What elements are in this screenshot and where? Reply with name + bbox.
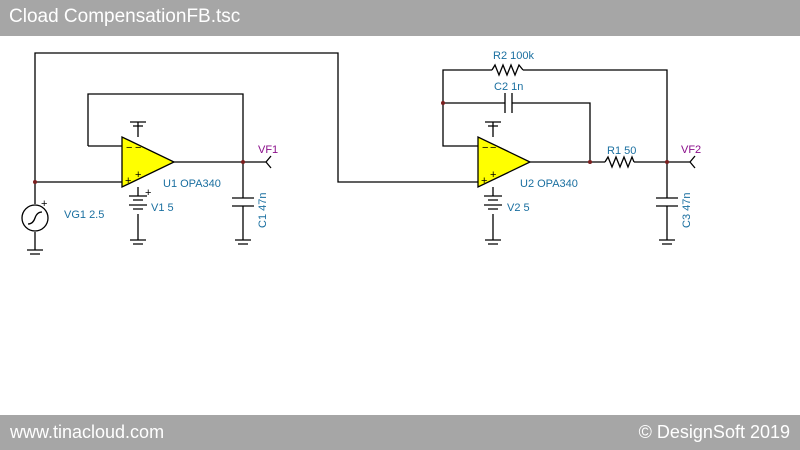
wires xyxy=(34,52,690,250)
capacitor-c3[interactable]: C3 47n xyxy=(656,193,693,228)
ground-symbols xyxy=(27,121,675,255)
c2-label: C2 1n xyxy=(494,81,523,93)
capacitor-c2[interactable]: C2 1n xyxy=(494,81,523,113)
vf1-label: VF1 xyxy=(258,144,278,156)
u2-supply-minus-pin: − xyxy=(490,142,496,154)
junction-dot xyxy=(241,160,245,164)
opamp-u1[interactable]: − + − + U1 OPA340 xyxy=(121,135,221,190)
v2-label: V2 5 xyxy=(507,202,530,214)
resistor-r2[interactable]: R2 100k xyxy=(491,50,534,77)
vg1-plus-pin: + xyxy=(41,198,47,210)
ground-icon xyxy=(27,249,43,255)
u2-supply-plus-pin: + xyxy=(490,169,496,181)
title-bar: Cload CompensationFB.tsc xyxy=(0,0,800,36)
ground-icon xyxy=(130,239,146,245)
u2-plus-pin: + xyxy=(481,175,487,187)
opamp-u2[interactable]: − + − + U2 OPA340 xyxy=(477,135,578,190)
capacitor-c1[interactable]: C1 47n xyxy=(232,193,269,228)
ground-icon xyxy=(235,239,251,245)
battery-v2[interactable]: V2 5 xyxy=(484,195,530,214)
u1-plus-pin: + xyxy=(125,175,131,187)
ground-icon xyxy=(130,121,146,127)
u1-supply-minus-pin: − xyxy=(135,142,141,154)
ground-icon xyxy=(659,239,675,245)
footer-copyright: © DesignSoft 2019 xyxy=(638,422,790,442)
ground-icon xyxy=(485,121,501,127)
v1-plus-pin: + xyxy=(145,187,151,199)
vf2-label: VF2 xyxy=(681,144,701,156)
u2-minus-pin: − xyxy=(482,142,488,154)
u1-minus-pin: − xyxy=(126,142,132,154)
junction-dot xyxy=(665,160,669,164)
ground-icon xyxy=(485,239,501,245)
junctions xyxy=(33,101,669,184)
u2-label: U2 OPA340 xyxy=(520,178,578,190)
v1-label: V1 5 xyxy=(151,202,174,214)
footer-bar: www.tinacloud.com © DesignSoft 2019 xyxy=(0,415,800,450)
window-title: Cload CompensationFB.tsc xyxy=(9,6,241,27)
signal-generator-vg1[interactable]: + VG1 2.5 xyxy=(21,198,104,232)
r2-label: R2 100k xyxy=(493,50,534,62)
u1-supply-plus-pin: + xyxy=(135,169,141,181)
step-wave-icon xyxy=(27,211,43,225)
c1-label: C1 47n xyxy=(257,193,269,228)
battery-v1[interactable]: + V1 5 xyxy=(129,187,174,214)
probe-vf2[interactable]: VF2 xyxy=(681,144,701,169)
schematic-canvas: − + − + U1 OPA340 − + − + U2 OPA340 + V1… xyxy=(21,50,701,255)
probe-vf1[interactable]: VF1 xyxy=(258,144,278,169)
r1-label: R1 50 xyxy=(607,145,636,157)
junction-dot xyxy=(588,160,592,164)
vg1-label: VG1 2.5 xyxy=(64,209,104,221)
junction-dot xyxy=(441,101,445,105)
u1-label: U1 OPA340 xyxy=(163,178,221,190)
resistor-r1[interactable]: R1 50 xyxy=(604,145,636,169)
junction-dot xyxy=(33,180,37,184)
footer-url[interactable]: www.tinacloud.com xyxy=(10,422,165,442)
c3-label: C3 47n xyxy=(681,193,693,228)
